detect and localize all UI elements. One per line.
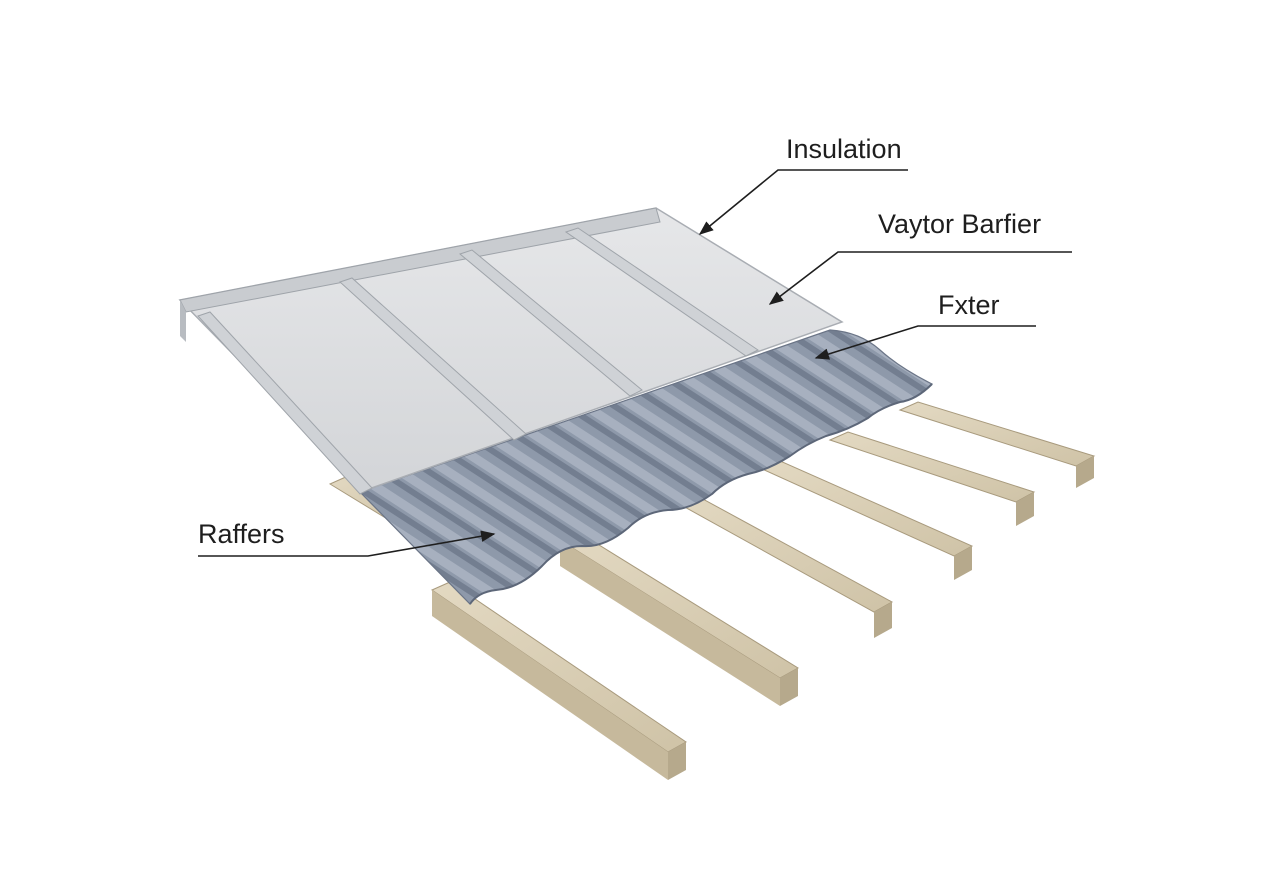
rafter-beam-5 (828, 431, 1036, 526)
rafters-group (328, 401, 1096, 780)
label-rafters: Raffers (198, 519, 285, 549)
label-fxter: Fxter (938, 290, 1000, 320)
metal-roof-panel (178, 207, 844, 495)
leader-vapor-barrier (768, 251, 1072, 305)
leader-fxter (814, 325, 1036, 360)
rafter-beam-6 (898, 401, 1096, 488)
leader-insulation (698, 169, 908, 235)
label-vapor-barrier: Vaytor Barfier (878, 209, 1042, 239)
corrugated-sheet (358, 329, 934, 605)
leader-lines (198, 169, 1072, 557)
rafter-beam-4 (758, 459, 974, 580)
panel-seams (197, 227, 759, 495)
rafter-beam-2 (558, 531, 799, 706)
rafter-beam-1 (430, 581, 687, 780)
leader-rafters (198, 530, 496, 557)
rafter-beam-3 (670, 491, 894, 638)
label-insulation: Insulation (786, 134, 902, 164)
